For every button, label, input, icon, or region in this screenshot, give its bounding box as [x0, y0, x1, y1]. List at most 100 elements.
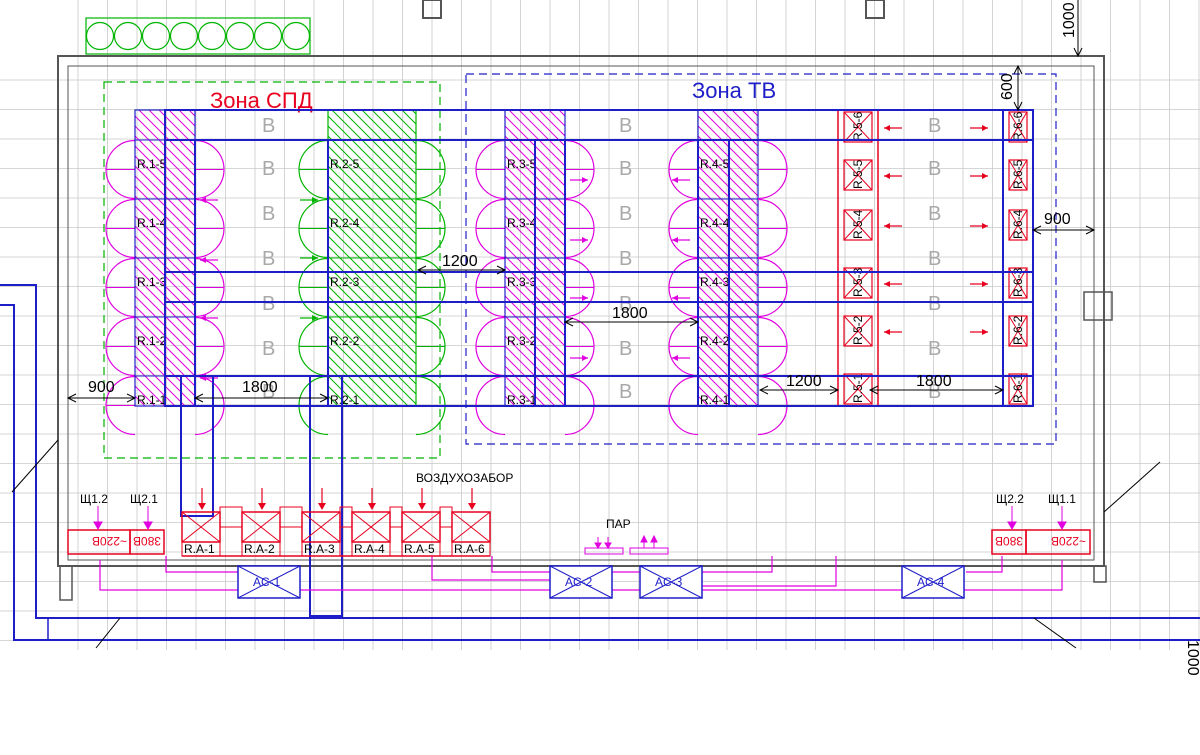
rack-label: R.1-1	[137, 393, 167, 407]
rack-label: R.4-2	[700, 334, 730, 348]
panel-label-shch12: Щ1.2	[80, 492, 108, 506]
dimensions: 1000 600 900 900 1800 1200 1800 1200 180…	[66, 0, 1200, 676]
ac-label: AC-2	[565, 575, 593, 589]
strip-circle	[85, 21, 115, 51]
rack-label: R.3-5	[507, 157, 537, 171]
rack-label: R.3-4	[507, 216, 537, 230]
ra-connector	[389, 506, 403, 528]
rack-label: R.6-2	[1011, 315, 1025, 345]
rack-label: R.3-2	[507, 334, 537, 348]
rack-label: R.5-6	[851, 111, 865, 141]
aisle-mark: В	[928, 338, 941, 360]
strip-circle	[169, 21, 199, 51]
misc-labels: ВОЗДУХОЗАБОР ПАР	[416, 471, 669, 555]
rack-box	[843, 209, 873, 241]
top-column-right	[865, 0, 885, 19]
rack-label: R.3-1	[507, 393, 537, 407]
aisle-mark: В	[928, 293, 941, 315]
rack-box	[843, 267, 873, 299]
cable-trays	[0, 109, 1200, 641]
zone-tv-boundary	[465, 73, 1057, 445]
right-wall-niche	[1083, 291, 1113, 321]
panel-380-left-label: 380В	[133, 534, 161, 548]
aisle-mark: В	[619, 203, 632, 225]
rack-label: R.5-4	[851, 209, 865, 239]
ra-unit: R.A-2	[241, 488, 303, 557]
dim-1200-a: 1200	[442, 253, 478, 270]
dim-1800-a: 1800	[242, 379, 278, 396]
rack-label: R.2-2	[330, 334, 360, 348]
strip-circle	[225, 21, 255, 51]
rack-box	[1008, 373, 1028, 405]
ra-label: R.A-5	[404, 542, 435, 556]
rack-label: R.5-2	[851, 315, 865, 345]
rack-label: R.6-1	[1011, 373, 1025, 403]
rack-box	[1008, 159, 1028, 191]
rack-label: R.4-3	[700, 275, 730, 289]
steam-label: ПАР	[606, 517, 631, 531]
feeder-1	[180, 375, 214, 517]
ac-unit: AC-2	[549, 565, 613, 599]
aisle-mark: В	[619, 381, 632, 403]
rack-label: R.6-3	[1011, 267, 1025, 297]
dim-left-900: 900	[88, 379, 115, 396]
zones: Зона СПД Зона ТВ	[103, 73, 1057, 459]
rack-box	[843, 111, 873, 143]
rack-column-r5: R.5-6R.5-5R.5-4R.5-3R.5-2R.5-1	[837, 109, 879, 407]
panel-380-left	[129, 529, 165, 555]
rack-frame	[1002, 109, 1034, 407]
rack-label: R.5-3	[851, 267, 865, 297]
dim-600: 600	[999, 73, 1016, 100]
slope-lines	[11, 439, 1161, 649]
ra-label: R.A-4	[354, 542, 385, 556]
aisle-mark: В	[619, 158, 632, 180]
strip-circle	[113, 21, 143, 51]
pipe-3	[491, 556, 773, 573]
top-cooling-strip	[85, 17, 311, 55]
rack-label: R.2-3	[330, 275, 360, 289]
panel-220-right	[1025, 529, 1091, 555]
rack-box	[1008, 209, 1028, 241]
rack-label: R.1-5	[137, 157, 167, 171]
panel-220-left-label: ~220В	[92, 534, 127, 548]
aisle-mark: В	[619, 338, 632, 360]
rack-rows: R.1-5R.1-4R.1-3R.1-2R.1-1ВВВВВВВR.2-5R.2…	[105, 109, 1034, 436]
dim-top-1000: 1000	[1061, 2, 1078, 38]
rack-label: R.2-1	[330, 393, 360, 407]
strip-circle	[281, 21, 311, 51]
aisle-mark: В	[928, 158, 941, 180]
panel-label-shch11: Щ1.1	[1048, 492, 1076, 506]
strip-circle	[253, 21, 283, 51]
rack-box	[843, 315, 873, 347]
zone-spd-title: Зона СПД	[210, 88, 313, 113]
ac-unit: AC-4	[901, 565, 965, 599]
pipe-5	[966, 556, 1003, 573]
rack-label: R.6-4	[1011, 209, 1025, 239]
outer-wall	[57, 55, 1105, 567]
aisle-mark: В	[619, 115, 632, 137]
strip-circle	[197, 21, 227, 51]
panel-label-shch22: Щ2.2	[996, 492, 1024, 506]
aisle-mark: В	[262, 293, 275, 315]
ra-label: R.A-1	[184, 542, 215, 556]
rack-label: R.5-1	[851, 373, 865, 403]
pipe-2	[431, 556, 550, 581]
feeder-2	[309, 375, 343, 617]
aisle-mark: В	[619, 293, 632, 315]
rack-column-r1: R.1-5R.1-4R.1-3R.1-2R.1-1	[134, 109, 196, 407]
rack-column-r6: R.6-6R.6-5R.6-4R.6-3R.6-2R.6-1	[1002, 109, 1034, 407]
rack-label: R.4-1	[700, 393, 730, 407]
dim-1800-c: 1800	[916, 373, 952, 390]
aisle-mark: В	[262, 203, 275, 225]
rack-box	[1008, 267, 1028, 299]
ac-unit: AC-3	[639, 565, 703, 599]
power-panels: ~220В 380В 380В ~220В Щ1.2 Щ2.1 Щ2.2 Щ1.…	[67, 492, 1091, 555]
panel-380-right-label: 380В	[995, 534, 1023, 548]
tray-outer	[164, 109, 1034, 407]
rack-box	[1008, 315, 1028, 347]
ac-unit: AC-1	[237, 565, 301, 599]
ac-label: AC-3	[655, 575, 683, 589]
ra-connector	[439, 506, 453, 528]
